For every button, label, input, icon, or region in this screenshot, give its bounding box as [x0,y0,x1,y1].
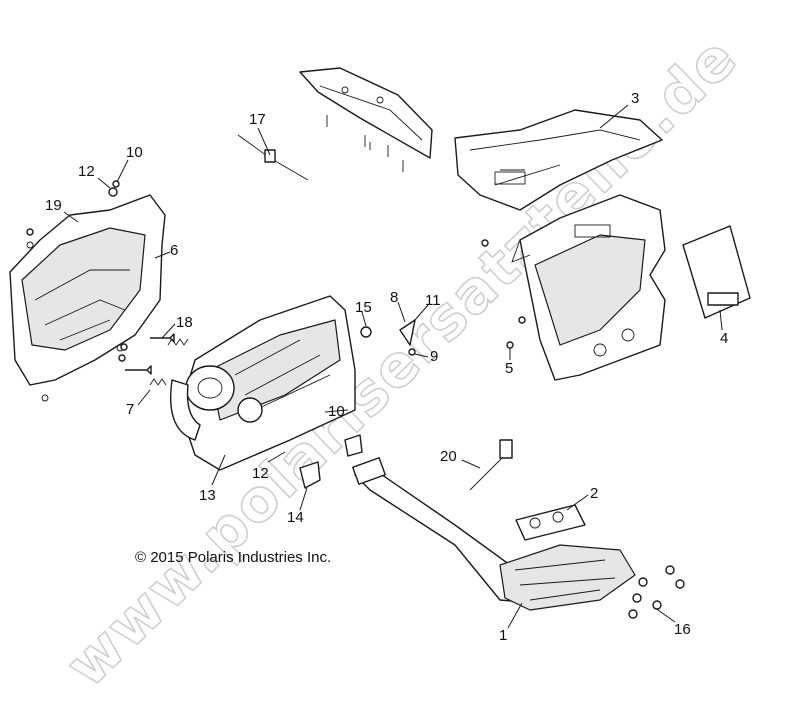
callout-8: 8 [390,289,398,306]
oxygen-sensor [469,439,513,491]
callout-15: 15 [355,299,372,316]
callout-4: 4 [720,330,728,347]
callout-3: 3 [631,90,639,107]
callout-labels: 17 3 12 10 19 6 8 11 15 9 18 4 7 5 10 20… [45,90,728,644]
callout-20: 20 [440,448,457,465]
callout-12a: 12 [78,163,95,180]
muffler [170,295,356,471]
main-heat-shield [511,194,666,381]
callout-6: 6 [170,242,178,259]
callout-18: 18 [176,314,193,331]
access-plate [682,225,751,319]
callout-13: 13 [199,487,216,504]
copyright-notice: © 2015 Polaris Industries Inc. [135,549,332,566]
callout-2: 2 [590,485,598,502]
leader-lines [63,104,723,629]
fasteners [26,180,685,619]
callout-10a: 10 [126,144,143,161]
cable-tie [237,134,309,181]
callout-10b: 10 [328,403,345,420]
callout-7: 7 [126,401,134,418]
callout-1: 1 [499,627,507,644]
callout-14: 14 [287,509,304,526]
rear-heat-shield [9,194,166,402]
front-exhaust-pipe [352,457,636,611]
callout-12b: 12 [252,465,269,482]
callout-5: 5 [505,360,513,377]
callout-19: 19 [45,197,62,214]
callout-9: 9 [430,348,438,365]
callout-17: 17 [249,111,266,128]
heat-shield-bracket [454,109,663,211]
callout-16: 16 [674,621,691,638]
upper-mount-bracket [299,67,433,172]
callout-11: 11 [425,292,441,309]
